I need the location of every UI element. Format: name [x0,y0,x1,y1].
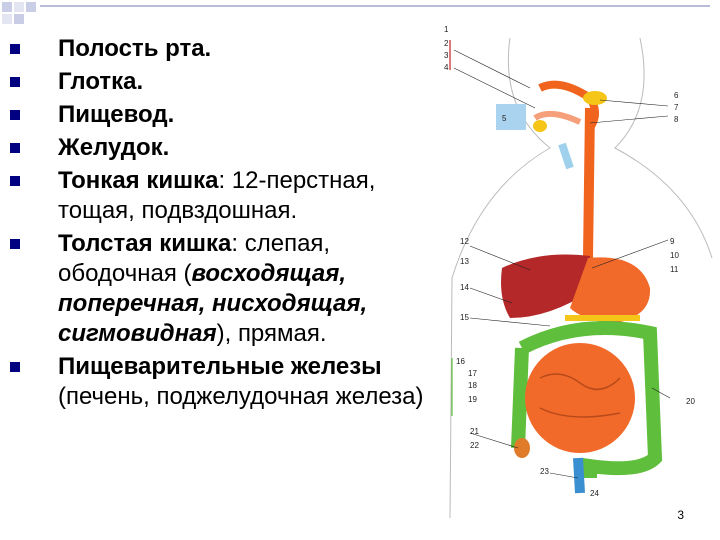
fig-label: 8 [674,115,679,124]
fig-label: 10 [670,251,679,260]
body-outline [449,37,713,519]
salivary-gland [583,91,607,105]
bullet-icon [10,44,20,54]
page-number: 3 [677,508,684,522]
fig-label: 12 [460,237,469,246]
fig-label: 13 [460,257,469,266]
list-item: Пищеварительные железы (печень, поджелуд… [10,352,440,412]
fig-label: 22 [470,441,479,450]
fig-label: 23 [540,467,549,476]
list-item: Толстая кишка: слепая, ободочная (восход… [10,229,440,349]
fig-label: 7 [674,103,679,112]
fig-label: 19 [468,395,477,404]
fig-label: 16 [456,357,465,366]
mouth-cavity-box [496,104,526,130]
fig-label: 11 [670,265,679,274]
fig-label: 3 [444,51,449,60]
liver [501,254,592,318]
salivary-gland-2 [533,120,547,132]
small-intestine [525,343,635,453]
list-item: Полость рта. [10,34,440,64]
fig-label: 21 [470,427,479,436]
list-item: Пищевод. [10,100,440,130]
corner-decoration [0,0,54,30]
list-item: Желудок. [10,133,440,163]
bullet-list: Полость рта. Глотка. Пищевод. Желудок. Т… [10,34,440,415]
list-item: Тонкая кишка: 12-перстная, тощая, подвзд… [10,166,440,226]
appendix [514,438,530,458]
bullet-icon [10,110,20,120]
list-item: Глотка. [10,67,440,97]
fig-label: 6 [674,91,679,100]
stomach [570,257,651,324]
fig-label: 4 [444,63,449,72]
fig-label: 9 [670,237,675,246]
fig-label: 14 [460,283,469,292]
top-rule [40,5,710,7]
esophagus [583,107,595,259]
bullet-icon [10,143,20,153]
rectum [573,457,585,494]
bullet-icon [10,239,20,249]
fig-label: 24 [590,489,599,498]
bullet-icon [10,77,20,87]
fig-label: 17 [468,369,477,378]
trachea [558,142,574,170]
bullet-icon [10,176,20,186]
fig-label: 18 [468,381,477,390]
fig-label: 5 [502,114,507,123]
bullet-icon [10,362,20,372]
fig-label: 20 [686,397,695,406]
colon [511,321,663,478]
fig-label: 15 [460,313,469,322]
fig-label: 2 [444,39,449,48]
digestive-system-illustration: 1 2 3 4 5 6 7 8 9 10 11 12 13 14 15 16 1… [440,18,720,519]
fig-label: 1 [444,25,449,34]
tongue [533,110,582,125]
